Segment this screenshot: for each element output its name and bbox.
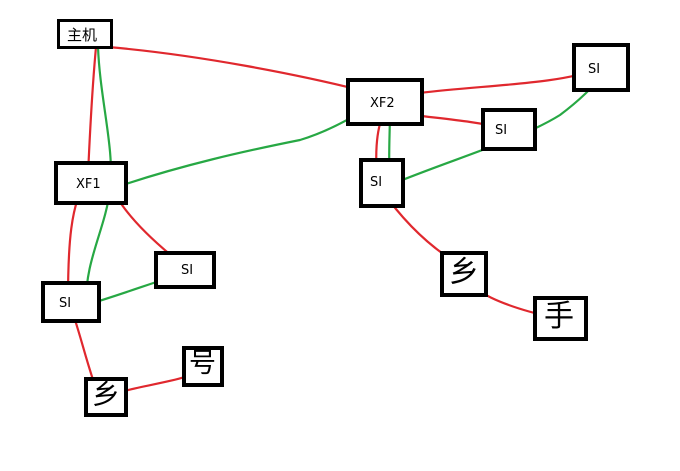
hand-left-b-node [182, 346, 224, 387]
red-wire-host-xf2 [107, 45, 361, 92]
hand-right-b-node [533, 296, 588, 341]
si-right-mid-node [481, 108, 537, 151]
xf2-label: XF2 [370, 96, 395, 111]
hand-right-b-glyph: 手 [544, 299, 574, 334]
si-right-low-node [359, 158, 405, 208]
host-node [57, 19, 113, 49]
xf2-node [346, 78, 424, 126]
green-wire-xf1-xf2 [107, 98, 386, 192]
hand-left-b-glyph: 号 [189, 348, 216, 379]
si-small-node [154, 251, 216, 289]
xf1-node [54, 161, 128, 205]
hand-right-a-node [440, 251, 488, 297]
si-right-low-label: SI [370, 175, 383, 190]
si-right-mid-label: SI [495, 123, 508, 138]
hand-left-a-node [84, 377, 128, 417]
hand-left-a-glyph: 乡 [92, 378, 121, 411]
hand-right-a-glyph: 乡 [449, 255, 479, 290]
si-right-top-node [572, 43, 630, 92]
si-left-label: SI [59, 296, 72, 311]
host-label: 主机 [67, 26, 98, 44]
si-left-node [41, 281, 101, 323]
si-right-top-label: SI [588, 62, 601, 77]
si-small-label: SI [181, 263, 194, 278]
xf1-label: XF1 [76, 177, 101, 192]
red-wire-host-xf1 [86, 46, 98, 176]
